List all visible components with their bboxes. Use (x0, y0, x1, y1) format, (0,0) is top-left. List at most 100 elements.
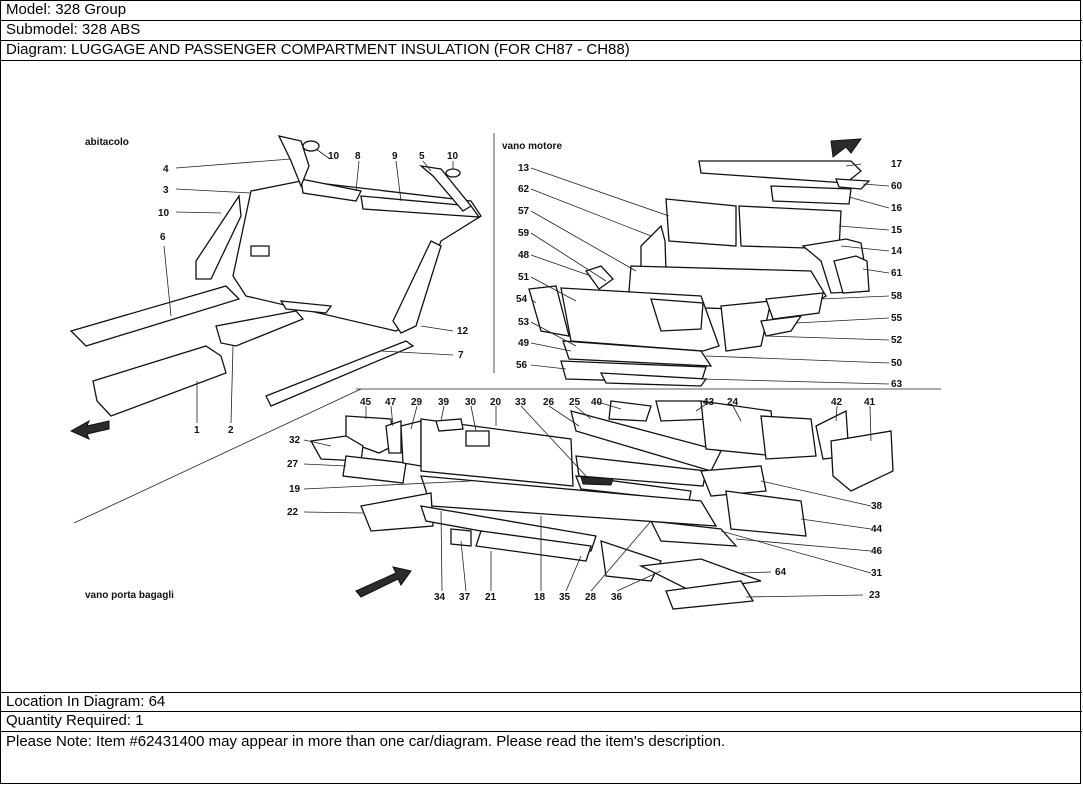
diagram-drawing: abitacolo vano motore vano porta bagagli (69, 133, 941, 610)
section-label-luggage: vano porta bagagli (85, 590, 174, 601)
callout-4: 4 (163, 164, 169, 175)
callout-9: 9 (392, 151, 398, 162)
luggage-strip-34 (420, 505, 597, 552)
callout-31: 31 (871, 568, 883, 579)
callout-48: 48 (518, 250, 530, 261)
callout-19: 19 (289, 484, 301, 495)
callout-54: 54 (516, 294, 528, 305)
callout-42: 42 (831, 397, 843, 408)
engine-panel-13 (665, 198, 737, 247)
callout-2: 2 (228, 425, 234, 436)
callout-58: 58 (891, 291, 903, 302)
engine-panel-49 (562, 340, 713, 367)
section-divider-diagonal (73, 388, 362, 524)
location-in-diagram: Location In Diagram: 64 (1, 693, 1082, 712)
callout-26: 26 (543, 397, 555, 408)
luggage-panel-38 (700, 465, 767, 497)
luggage-panel-20 (420, 418, 574, 487)
diagram-title: Diagram: LUGGAGE AND PASSENGER COMPARTME… (1, 41, 1082, 61)
callout-11: 10 (158, 208, 170, 219)
callout-59: 59 (518, 228, 530, 239)
callout-45: 45 (360, 397, 372, 408)
upper-strip-9 (360, 195, 481, 218)
engine-strip-17 (698, 160, 862, 184)
direction-arrow-engine (830, 138, 863, 158)
tunnel-cover-2 (215, 310, 305, 347)
luggage-strip-18 (475, 530, 592, 562)
side-piece-5 (418, 165, 472, 212)
callout-16: 16 (891, 203, 903, 214)
luggage-panel-32 (309, 435, 364, 462)
callout-64: 64 (775, 567, 787, 578)
callout-3: 3 (163, 185, 169, 196)
callout-46: 46 (871, 546, 883, 557)
callout-61: 61 (891, 268, 903, 279)
luggage-panel-44 (725, 490, 807, 537)
direction-arrow-front (69, 419, 110, 440)
section-label-engine-bay: vano motore (502, 141, 562, 152)
grommet-10b (445, 168, 461, 178)
luggage-panel-22 (360, 492, 434, 532)
luggage-panel-24b (760, 415, 817, 460)
callout-28: 28 (585, 592, 597, 603)
callout-10b: 10 (447, 151, 459, 162)
callout-29: 29 (411, 397, 423, 408)
callout-51: 51 (518, 272, 530, 283)
callout-27: 27 (287, 459, 299, 470)
callout-63: 63 (891, 379, 903, 390)
callout-18: 18 (534, 592, 546, 603)
callout-30: 30 (465, 397, 477, 408)
engine-tab-60 (835, 178, 871, 190)
callout-17: 17 (891, 159, 903, 170)
engine-bay-parts (528, 138, 871, 387)
callout-36: 36 (611, 592, 623, 603)
callout-5: 5 (419, 151, 425, 162)
callout-53: 53 (518, 317, 530, 328)
callout-60: 60 (891, 181, 903, 192)
callout-13: 13 (518, 163, 530, 174)
callout-33: 33 (515, 397, 527, 408)
callout-8: 8 (355, 151, 361, 162)
callout-6: 6 (160, 232, 166, 243)
luggage-dark-block (580, 476, 614, 486)
luggage-panel-40 (608, 400, 652, 422)
callout-20: 20 (490, 397, 502, 408)
floor-strip-7 (265, 340, 415, 407)
luggage-block-37 (450, 528, 472, 547)
callout-10: 10 (328, 151, 340, 162)
engine-piece-48 (584, 265, 614, 290)
luggage-panel-47 (385, 420, 402, 454)
engine-panel-54 (528, 285, 570, 337)
quantity-required: Quantity Required: 1 (1, 712, 1082, 732)
callout-50: 50 (891, 358, 903, 369)
luggage-panel-27 (342, 455, 407, 484)
callout-15: 15 (891, 225, 903, 236)
callout-labels: 4 3 10 6 1 2 10 8 9 5 10 12 7 13 62 57 5… (158, 151, 903, 603)
luggage-parts (309, 400, 894, 610)
luggage-panel-41 (830, 430, 894, 492)
engine-panel-55 (760, 315, 803, 337)
model-label: Model: 328 Group (1, 1, 1082, 21)
callout-38: 38 (871, 501, 883, 512)
callout-14: 14 (891, 246, 903, 257)
cabin-parts (69, 135, 482, 440)
luggage-strip-25 (575, 455, 707, 487)
engine-panel-61 (833, 255, 870, 294)
callout-56: 56 (516, 360, 528, 371)
callout-34: 34 (434, 592, 446, 603)
callout-52: 52 (891, 335, 903, 346)
callout-41: 41 (864, 397, 876, 408)
callout-37: 37 (459, 592, 471, 603)
engine-panel-52 (720, 300, 772, 352)
engine-panel-53 (650, 298, 704, 332)
callout-62: 62 (518, 184, 530, 195)
callout-32: 32 (289, 435, 301, 446)
engine-panel-62 (640, 224, 667, 272)
bulkhead-clip (250, 245, 270, 257)
grommet-10 (302, 140, 320, 152)
submodel-label: Submodel: 328 ABS (1, 21, 1082, 41)
callout-57: 57 (518, 206, 530, 217)
engine-panel-63 (599, 372, 708, 387)
callout-44: 44 (871, 524, 883, 535)
callout-25: 25 (569, 397, 581, 408)
